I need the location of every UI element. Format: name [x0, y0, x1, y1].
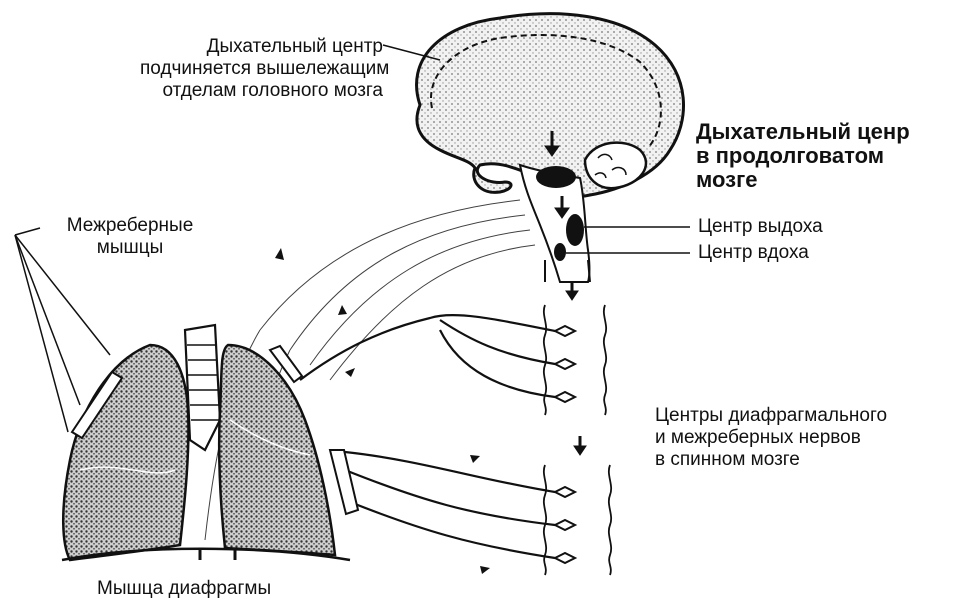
spinal-neurons — [555, 326, 575, 563]
higher-brain-label: Дыхательный центр подчиняется вышележащи… — [140, 36, 383, 102]
medulla-line-1: Дыхательный ценр — [696, 120, 910, 144]
inhale-center-shape — [554, 243, 566, 261]
higher-brain-line-3: отделам головного мозга — [140, 80, 383, 102]
spinal-line-3: в спинном мозге — [655, 449, 887, 471]
exhale-center-label: Центр выдоха — [698, 216, 823, 238]
exhale-center-shape — [566, 214, 584, 246]
medulla-center-label: Дыхательный ценр в продолговатом мозге — [696, 120, 910, 192]
trachea — [185, 325, 220, 450]
higher-brain-line-2: подчиняется вышележащим — [140, 58, 383, 80]
medulla-line-2: в продолговатом — [696, 144, 910, 168]
inhale-center-label: Центр вдоха — [698, 242, 809, 264]
intercostal-muscles-label: Межреберные мышцы — [50, 215, 210, 259]
spinal-centers-label: Центры диафрагмального и межреберных нер… — [655, 405, 887, 471]
higher-brain-line-1: Дыхательный центр — [140, 36, 383, 58]
spinal-line-1: Центры диафрагмального — [655, 405, 887, 427]
medulla-line-3: мозге — [696, 168, 910, 192]
spinal-line-2: и межреберных нервов — [655, 427, 887, 449]
left-lung — [63, 345, 188, 560]
nerves — [300, 315, 555, 558]
spinal-cord — [544, 305, 611, 575]
intercostal-line-2: мышцы — [50, 237, 210, 259]
medulla-center-shape — [536, 166, 576, 188]
right-lung — [219, 345, 335, 555]
diaphragm-muscle-label: Мышца диафрагмы — [97, 578, 271, 600]
intercostal-line-1: Межреберные — [50, 215, 210, 237]
